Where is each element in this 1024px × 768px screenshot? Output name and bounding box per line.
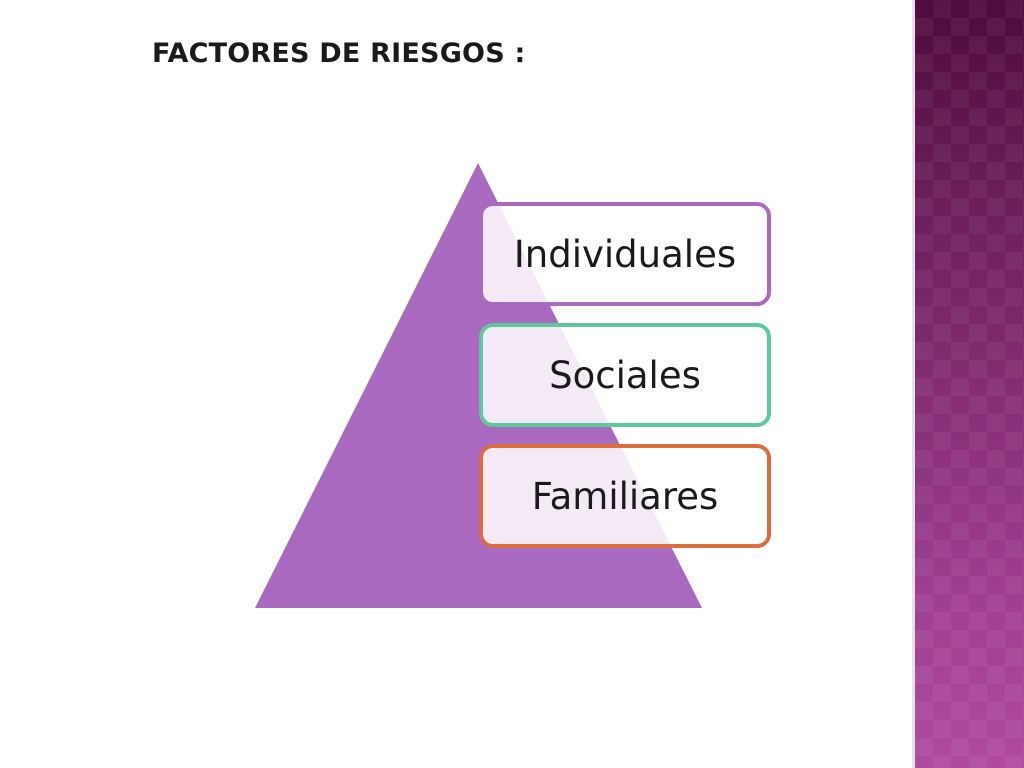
level-label: Familiares xyxy=(531,474,719,518)
level-label: Sociales xyxy=(549,353,701,397)
slide-title: FACTORES DE RIESGOS : xyxy=(152,38,526,69)
diamond-pattern xyxy=(915,0,1024,768)
pyramid-level-sociales: Sociales xyxy=(479,323,771,427)
pyramid-level-individuales: Individuales xyxy=(479,202,771,306)
pyramid-level-familiares: Familiares xyxy=(479,444,771,548)
level-label: Individuales xyxy=(513,232,737,276)
decorative-side-bar xyxy=(912,0,1024,768)
